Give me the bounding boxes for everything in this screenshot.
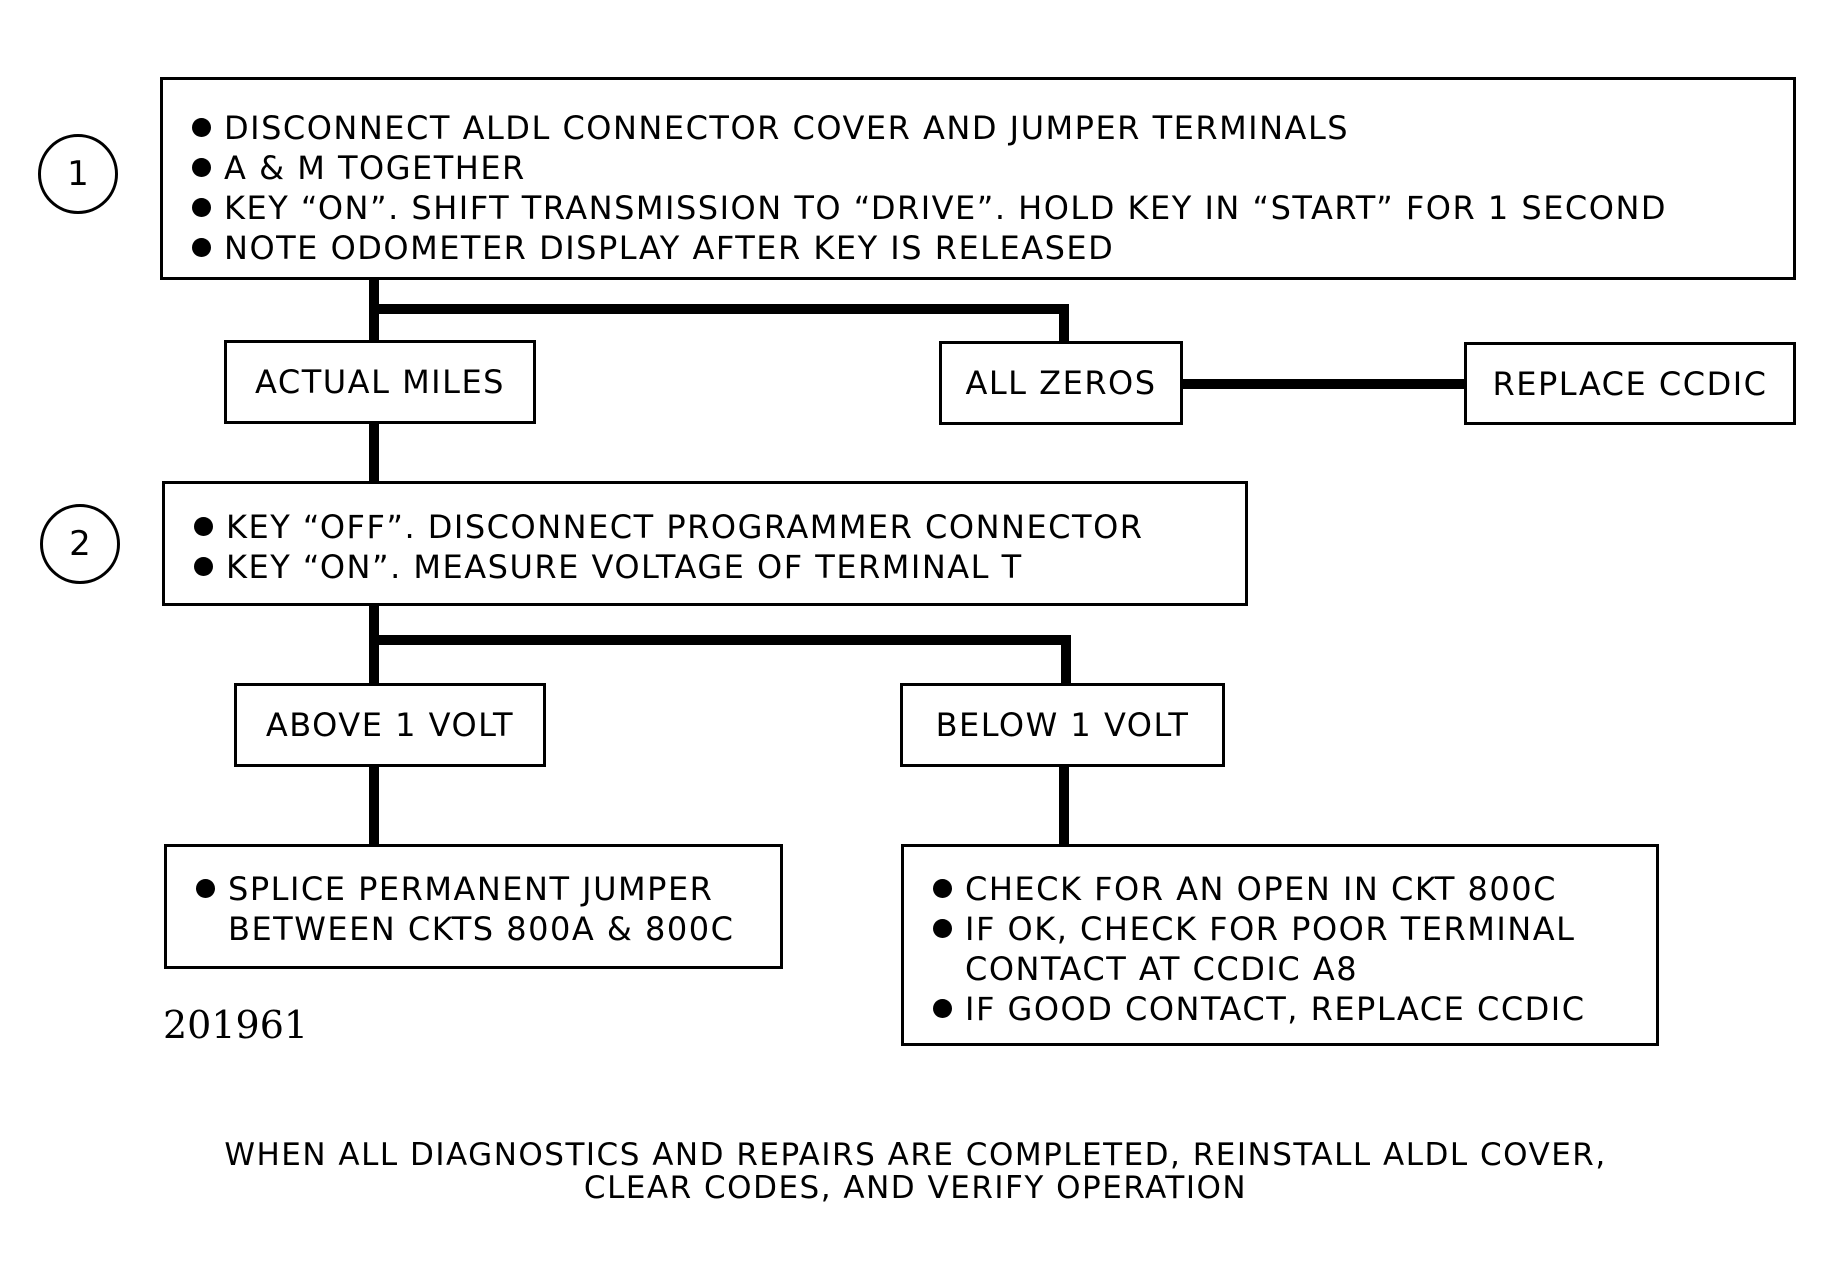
list-item: CHECK FOR AN OPEN IN CKT 800C — [921, 869, 1656, 909]
figure-number: 201961 — [163, 1003, 309, 1047]
footer-note-line-1: WHEN ALL DIAGNOSTICS AND REPAIRS ARE COM… — [224, 1137, 1607, 1173]
footer-note: WHEN ALL DIAGNOSTICS AND REPAIRS ARE COM… — [0, 1139, 1831, 1205]
list-item: KEY “OFF”. DISCONNECT PROGRAMMER CONNECT… — [182, 507, 1245, 547]
result-actual-miles: ACTUAL MILES — [224, 340, 536, 424]
step-1-list: DISCONNECT ALDL CONNECTOR COVER AND JUMP… — [180, 108, 1793, 268]
connector-to-all-zeros — [1059, 304, 1069, 344]
step-2-box: KEY “OFF”. DISCONNECT PROGRAMMER CONNECT… — [162, 481, 1248, 606]
step-2-list: KEY “OFF”. DISCONNECT PROGRAMMER CONNECT… — [182, 507, 1245, 587]
bullet-icon — [192, 118, 211, 137]
connector-to-below — [1061, 635, 1071, 685]
step-1-marker: 1 — [38, 134, 118, 214]
list-item: A & M TOGETHER — [180, 148, 1793, 188]
bullet-icon — [192, 238, 211, 257]
result-all-zeros: ALL ZEROS — [939, 341, 1183, 425]
bullet-icon — [933, 919, 952, 938]
bullet-icon — [194, 557, 213, 576]
connector-zeros-to-replace — [1182, 379, 1470, 389]
bullet-icon — [196, 879, 215, 898]
bullet-icon — [192, 198, 211, 217]
step-1-box: DISCONNECT ALDL CONNECTOR COVER AND JUMP… — [160, 77, 1796, 280]
action-check-list: CHECK FOR AN OPEN IN CKT 800C IF OK, CHE… — [921, 869, 1656, 1029]
footer-note-line-2: CLEAR CODES, AND VERIFY OPERATION — [583, 1170, 1248, 1206]
bullet-icon — [933, 879, 952, 898]
list-item: NOTE ODOMETER DISPLAY AFTER KEY IS RELEA… — [180, 228, 1793, 268]
connector-step2-branch-h — [369, 635, 1071, 645]
connector-below-to-check — [1059, 765, 1069, 846]
step-2-number: 2 — [69, 524, 91, 564]
bullet-icon — [192, 158, 211, 177]
list-item: IF GOOD CONTACT, REPLACE CCDIC — [921, 989, 1656, 1029]
connector-miles-to-step2 — [369, 422, 379, 484]
list-item: KEY “ON”. MEASURE VOLTAGE OF TERMINAL T — [182, 547, 1245, 587]
result-above-1-volt: ABOVE 1 VOLT — [234, 683, 546, 767]
action-replace-ccdic: REPLACE CCDIC — [1464, 342, 1796, 425]
step-2-marker: 2 — [40, 504, 120, 584]
bullet-icon — [194, 517, 213, 536]
bullet-icon — [933, 999, 952, 1018]
result-below-1-volt: BELOW 1 VOLT — [900, 683, 1225, 767]
connector-step1-branch-h — [369, 304, 1069, 314]
action-check-box: CHECK FOR AN OPEN IN CKT 800C IF OK, CHE… — [901, 844, 1659, 1046]
connector-above-to-splice — [369, 765, 379, 846]
list-item: DISCONNECT ALDL CONNECTOR COVER AND JUMP… — [180, 108, 1793, 148]
step-1-number: 1 — [67, 154, 89, 194]
list-item: KEY “ON”. SHIFT TRANSMISSION TO “DRIVE”.… — [180, 188, 1793, 228]
